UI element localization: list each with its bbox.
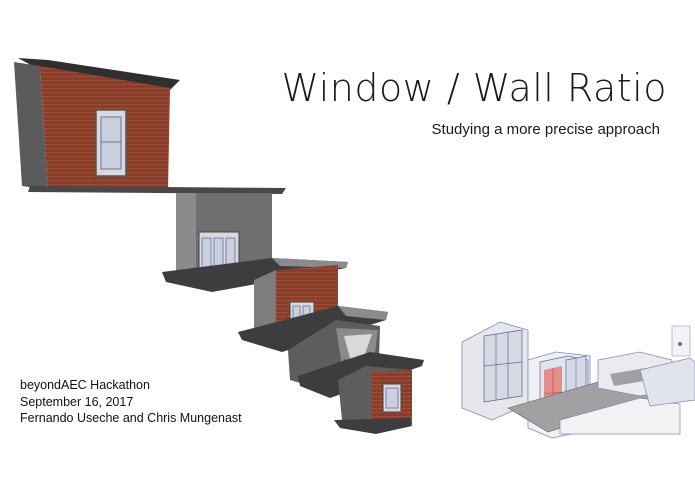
slab-1 [28,186,286,194]
module-brick-top [14,58,180,190]
event-date: September 16, 2017 [20,394,134,409]
credits: beyondAEC Hackathon September 16, 2017 F… [20,377,242,427]
module-gray-2 [176,193,272,278]
module-brick-bottom [338,366,412,432]
authors: Fernando Useche and Chris Mungenast [20,411,242,425]
slab-3 [238,306,388,352]
slide-subtitle: Studying a more precise approach [431,121,660,138]
analysis-model [461,321,695,439]
event-name: beyondAEC Hackathon [20,378,150,392]
slide-title: Window / Wall Ratio [281,66,667,110]
